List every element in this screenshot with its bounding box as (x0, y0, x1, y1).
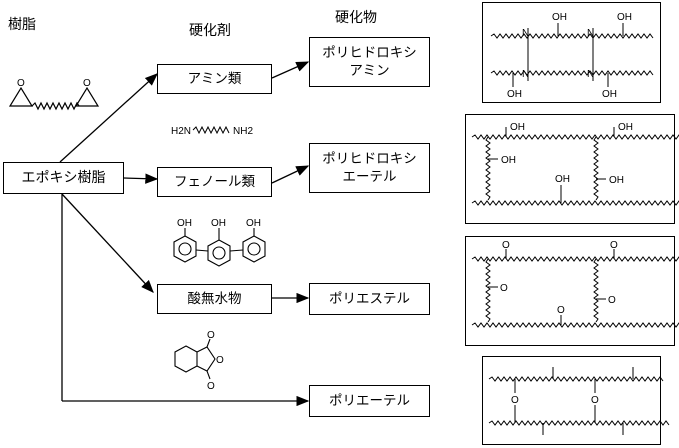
phenol-structure (173, 228, 266, 267)
phenol-prod-oh-5: OH (555, 174, 570, 185)
phenol-oh-2: OH (211, 218, 226, 229)
product-box-3: ポリエステル (309, 283, 430, 315)
structure-panel-ether: O O (482, 356, 670, 445)
epoxy-structure (8, 86, 100, 111)
amine-label: アミン類 (187, 70, 242, 87)
anhydride-o-ring: O (216, 355, 224, 366)
product-2-line1: ポリヒドロキシ (322, 150, 417, 167)
amine-oh-2: OH (617, 12, 632, 23)
arrow-to-amine (59, 73, 158, 163)
phenol-oh-3: OH (246, 218, 261, 229)
ester-o-4: O (500, 283, 508, 294)
header-resin: 樹脂 (8, 17, 36, 33)
product-2-line2: エーテル (342, 169, 397, 185)
ether-o-2: O (591, 395, 599, 406)
ester-o-3: O (557, 305, 565, 316)
product-1-line2: アミン (349, 63, 390, 79)
header-hardener: 硬化剤 (189, 23, 231, 39)
phenol-box: フェノール類 (157, 167, 272, 197)
amine-oh-1: OH (552, 12, 567, 23)
epoxy-resin-box: エポキシ樹脂 (3, 162, 124, 194)
amine-box: アミン類 (157, 64, 272, 94)
structure-panel-phenol: OH OH OH OH OH (465, 114, 679, 224)
anhydride-structure (174, 338, 216, 380)
phenol-prod-oh-4: OH (609, 175, 624, 186)
ester-o-2: O (610, 240, 618, 251)
ester-o-1: O (502, 240, 510, 251)
epoxy-resin-label: エポキシ樹脂 (21, 169, 106, 186)
ether-o-1: O (511, 395, 519, 406)
structure-panel-amine: N N N N OH OH OH OH (482, 2, 661, 103)
anhydride-o-top: O (207, 330, 215, 341)
diamine-chain (192, 125, 230, 135)
amine-oh-3: OH (507, 89, 522, 100)
structure-panel-ester: O O O O O (465, 236, 679, 346)
arrow-amine-product (271, 61, 310, 79)
phenol-label: フェノール類 (174, 173, 255, 190)
product-box-1: ポリヒドロキシ アミン (309, 37, 430, 87)
product-box-2: ポリヒドロキシ エーテル (309, 143, 430, 193)
phenol-oh-1: OH (177, 218, 192, 229)
diamine-right: NH2 (233, 126, 253, 137)
amine-n-3: N (522, 69, 529, 80)
anhydride-o-bottom: O (207, 381, 215, 392)
phenol-prod-oh-1: OH (510, 122, 525, 133)
ester-o-5: O (608, 295, 616, 306)
amine-oh-4: OH (602, 89, 617, 100)
diamine-left: H2N (171, 126, 191, 137)
arrow-to-anhydride (61, 193, 154, 293)
product-4-label: ポリエーテル (329, 392, 410, 409)
phenol-prod-oh-3: OH (501, 155, 516, 166)
header-cured: 硬化物 (335, 10, 377, 26)
anhydride-label: 酸無水物 (187, 290, 242, 307)
product-box-4: ポリエーテル (309, 385, 430, 417)
phenol-prod-oh-2: OH (618, 122, 633, 133)
amine-n-2: N (587, 28, 594, 39)
epoxy-o-right: O (83, 78, 91, 89)
product-1-line1: ポリヒドロキシ (322, 44, 417, 61)
product-3-label: ポリエステル (329, 290, 410, 307)
arrow-phenol-product (271, 165, 310, 184)
amine-n-4: N (587, 69, 594, 80)
arrow-to-phenol (123, 173, 159, 184)
anhydride-box: 酸無水物 (157, 284, 272, 314)
epoxy-o-left: O (17, 78, 25, 89)
amine-n-1: N (522, 28, 529, 39)
